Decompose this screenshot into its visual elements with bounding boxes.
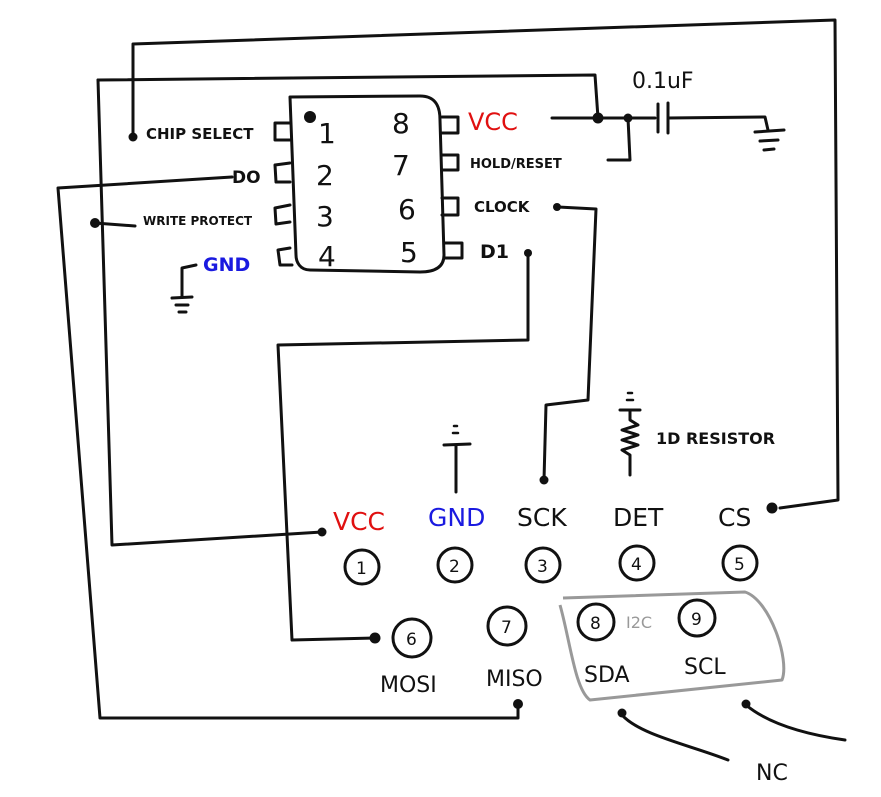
- wire-write-protect: [93, 221, 137, 228]
- wire-hold-reset: [606, 116, 632, 162]
- wire-clock-sck: [542, 205, 598, 482]
- resistor-symbol: [618, 408, 642, 477]
- ground-icon: [451, 424, 460, 435]
- resistor-label: 1D RESISTOR: [656, 429, 775, 448]
- chip-pin-number: 1: [318, 117, 336, 150]
- ground-icon: [753, 128, 786, 152]
- wire-cap-ground: [666, 115, 770, 132]
- connector-pin-circle: [436, 546, 474, 584]
- connector-pin-number: 2: [449, 557, 460, 577]
- capacitor-label: 0.1uF: [632, 69, 694, 94]
- wire-nc-scl: [744, 703, 847, 742]
- connector-pin-circle: [524, 546, 562, 584]
- connector-pin-circles-bottom: [391, 598, 717, 659]
- junction-dot: [90, 218, 100, 228]
- junction-dot: [317, 527, 327, 537]
- pin-label-write-protect: WRITE PROTECT: [143, 214, 253, 228]
- connector-pin-circle: [576, 602, 616, 642]
- junction-dot: [623, 113, 633, 123]
- ground-icon: [170, 295, 194, 314]
- pin-label-hold-reset: HOLD/RESET: [470, 157, 562, 172]
- chip-pin-tabs: [273, 115, 464, 267]
- wire-connector-gnd: [442, 442, 472, 494]
- connector-pin-circle: [343, 548, 381, 586]
- wire-vcc-top: [96, 73, 600, 120]
- connector-pin-circles-top: [343, 544, 759, 586]
- connector-label-sda: SDA: [584, 663, 630, 688]
- junction-dot: [766, 502, 778, 514]
- connector-label-mosi: MOSI: [380, 673, 437, 698]
- connector-label-sck: SCK: [517, 503, 567, 532]
- junction-dot: [539, 475, 549, 485]
- chip-pin-number: 6: [398, 193, 416, 226]
- connector-pin-circle: [618, 544, 656, 582]
- junction-dot: [524, 249, 532, 257]
- chip-pin-number: 8: [392, 107, 410, 140]
- pin1-marker: [304, 111, 316, 123]
- nc-label: NC: [756, 761, 788, 786]
- junction-dot: [553, 203, 561, 211]
- connector-pin-circle: [721, 544, 759, 582]
- connector-label-miso: MISO: [486, 667, 543, 692]
- junction-dot: [369, 632, 381, 644]
- chip-pin-number: 5: [400, 236, 418, 269]
- junction-dot: [592, 112, 604, 124]
- junction-dot: [128, 132, 138, 142]
- pin-label-do: DO: [232, 168, 261, 188]
- connector-label-vcc: VCC: [333, 507, 385, 536]
- connector-pin-number: 7: [501, 618, 512, 638]
- connector-pin-circle: [677, 598, 717, 638]
- junction-dot: [741, 699, 751, 709]
- junction-dot: [513, 699, 523, 709]
- connector-pin-number: 4: [631, 555, 642, 575]
- connector-pin-number: 3: [537, 557, 548, 577]
- connector-label-det: DET: [613, 503, 664, 532]
- i2c-label: I2C: [626, 613, 652, 632]
- connector-pin-circle: [391, 617, 433, 659]
- chip-body: [288, 94, 446, 274]
- wire-chip-select-cs: [131, 18, 840, 510]
- connector-pin-number: 8: [590, 614, 601, 634]
- chip-pin-number: 4: [318, 240, 336, 273]
- ground-icon: [625, 391, 635, 402]
- chip-pin-number: 2: [316, 159, 334, 192]
- pin-label-gnd: GND: [203, 254, 250, 276]
- pin-label-chip-select: CHIP SELECT: [146, 125, 254, 143]
- connector-pin-number: 1: [356, 559, 367, 579]
- connector-pin-circle: [486, 605, 528, 647]
- connector-label-scl: SCL: [684, 655, 726, 680]
- chip-pin-number: 3: [316, 200, 334, 233]
- connector-pin-number: 9: [691, 610, 702, 630]
- connector-pin-number: 6: [406, 630, 417, 650]
- connector-label-cs: CS: [718, 503, 751, 532]
- wire-vcc-connector: [96, 78, 324, 547]
- wire-do-miso: [56, 175, 520, 720]
- junction-dot: [617, 708, 627, 718]
- connector-label-gnd: GND: [428, 503, 485, 532]
- wire-nc-sda: [620, 713, 730, 762]
- connector-pin-number: 5: [734, 555, 745, 575]
- chip-pin-number: 7: [392, 149, 410, 182]
- pin-label-d1: D1: [480, 241, 509, 263]
- wire-d1-mosi: [276, 251, 530, 642]
- pin-label-vcc: VCC: [468, 108, 518, 136]
- pin-label-clock: CLOCK: [474, 198, 531, 216]
- wire-chip-gnd: [180, 263, 198, 299]
- i2c-group-box: [558, 590, 786, 702]
